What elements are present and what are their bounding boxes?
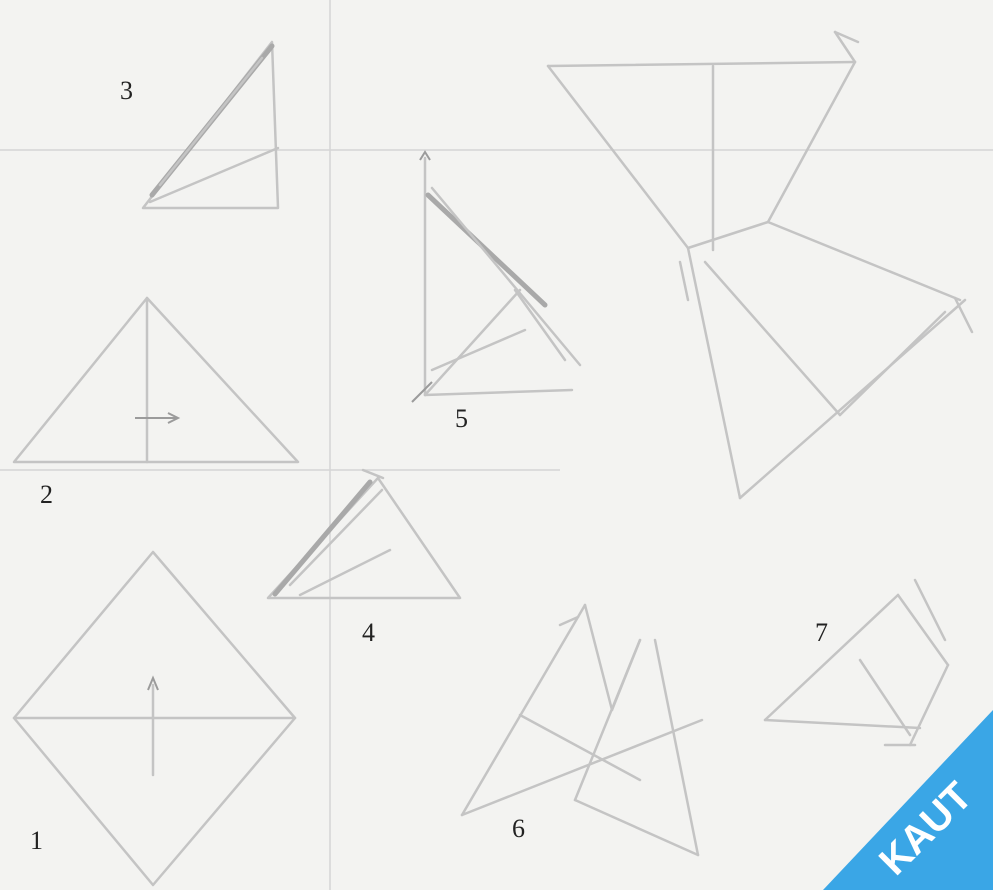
- step-5-figure: [412, 152, 580, 402]
- step-number-6: 6: [512, 814, 525, 844]
- step-number-4: 4: [362, 618, 375, 648]
- step-number-1: 1: [30, 826, 43, 856]
- crane-figure: [548, 32, 972, 498]
- step-3-figure: [143, 42, 278, 208]
- step-1-figure: [14, 552, 295, 885]
- step-number-3: 3: [120, 76, 133, 106]
- step-number-5: 5: [455, 404, 468, 434]
- step-2-figure: [14, 298, 298, 462]
- step-6-figure: [462, 605, 702, 855]
- step-number-2: 2: [40, 480, 53, 510]
- step-4-figure: [268, 470, 460, 598]
- step-number-7: 7: [815, 618, 828, 648]
- watermark-badge: KAUT: [823, 710, 993, 890]
